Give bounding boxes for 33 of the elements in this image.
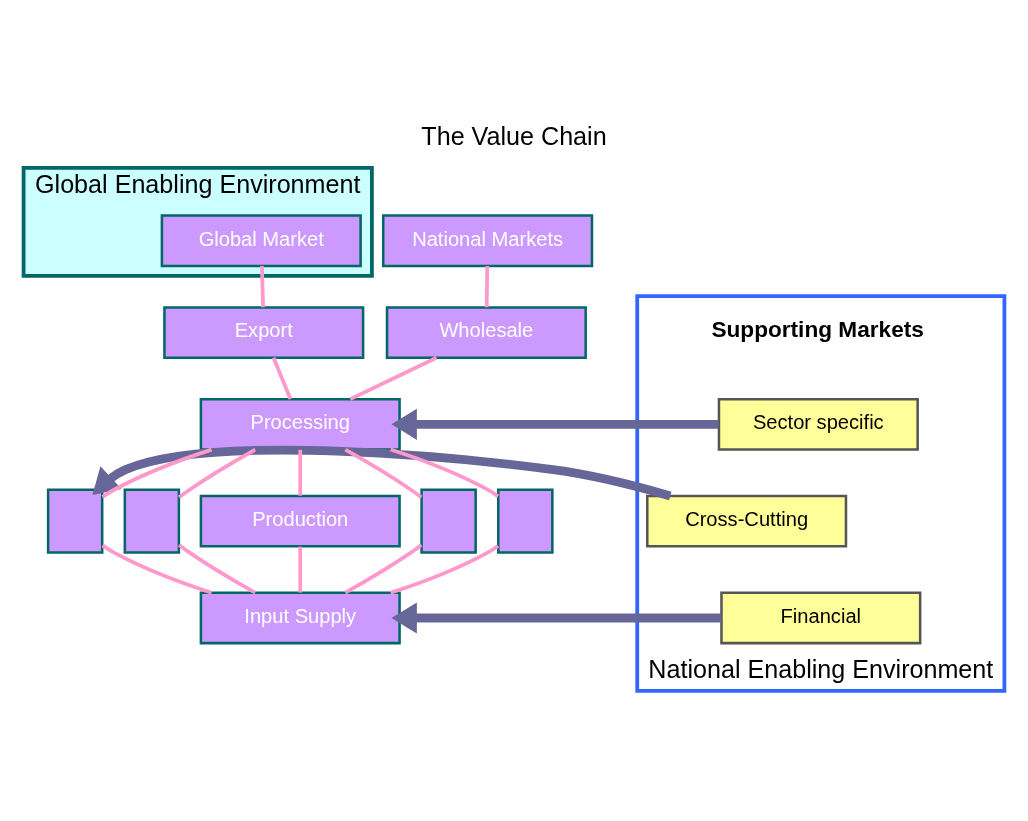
connector	[344, 448, 423, 499]
node-box: Financial	[720, 591, 922, 645]
connector	[101, 543, 213, 595]
arrow	[391, 602, 722, 634]
label: Supporting Markets	[711, 316, 924, 342]
arrow	[391, 408, 719, 440]
connector	[271, 357, 293, 400]
connector	[390, 447, 500, 498]
connector	[344, 543, 423, 595]
node-box	[497, 488, 554, 554]
node-box: Processing	[199, 397, 401, 451]
connector	[484, 265, 490, 308]
node-box	[46, 488, 104, 554]
connector	[390, 544, 500, 595]
node-box: Cross-Cutting	[646, 494, 848, 548]
node-box	[420, 488, 477, 554]
connector	[177, 543, 257, 595]
node-box: Global Market	[160, 214, 362, 268]
arrow	[92, 445, 672, 501]
diagram-title: The Value Chain	[421, 122, 607, 151]
node-box: Production	[199, 494, 401, 548]
connector	[298, 546, 303, 593]
node-box: Export	[163, 306, 365, 359]
node-box: Input Supply	[199, 591, 401, 645]
connector	[349, 356, 438, 401]
node-box: National Markets	[381, 214, 594, 268]
connector	[101, 447, 213, 499]
connector	[298, 449, 303, 496]
node-box: Sector specific	[717, 397, 919, 451]
node-box: Wholesale	[385, 306, 587, 359]
connector	[177, 448, 257, 499]
connector	[260, 265, 265, 308]
node-box	[123, 488, 181, 554]
